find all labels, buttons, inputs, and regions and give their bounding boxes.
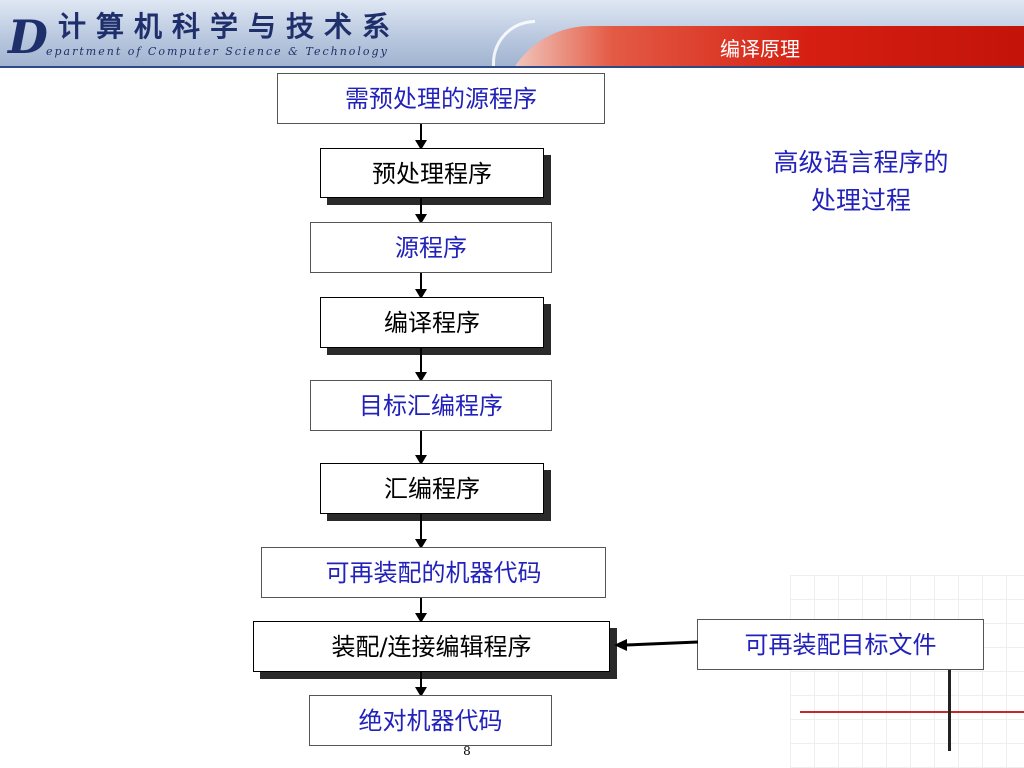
flow-arrow-2 [415, 198, 427, 224]
decorative-red-line [800, 711, 1024, 713]
side-note-line-2: 处理过程 [810, 186, 911, 215]
flow-node-assembler: 汇编程序 [320, 463, 544, 514]
decorative-grid [790, 575, 1024, 768]
flow-node-linker-loader: 装配/连接编辑程序 [253, 621, 610, 672]
flow-arrow-5 [415, 431, 427, 465]
flow-node-preprocessor: 预处理程序 [320, 148, 544, 198]
flow-arrow-side-input [614, 639, 699, 651]
flow-arrow-1 [415, 124, 427, 150]
logo-letter: D [8, 10, 48, 64]
flow-arrow-6 [415, 514, 427, 549]
side-note: 高级语言程序的 处理过程 [726, 144, 996, 220]
header-swoosh-edge [492, 20, 535, 68]
flow-node-relocatable-code: 可再装配的机器代码 [261, 547, 606, 598]
flow-node-target-assembly: 目标汇编程序 [310, 380, 552, 431]
logo-department-en: epartment of Computer Science & Technolo… [46, 45, 389, 58]
flow-node-absolute-code: 绝对机器代码 [309, 695, 552, 746]
flow-node-source: 源程序 [310, 222, 552, 273]
flow-arrow-8 [415, 672, 427, 697]
header-red-swoosh [500, 26, 1024, 68]
course-title: 编译原理 [720, 37, 800, 61]
flow-arrow-4 [415, 348, 427, 382]
side-note-line-1: 高级语言程序的 [773, 148, 949, 177]
flow-node-relocatable-object-files: 可再装配目标文件 [697, 619, 984, 670]
decorative-black-line [948, 665, 951, 751]
page-number: 8 [463, 744, 471, 758]
header-divider [0, 66, 1024, 68]
flow-arrow-3 [415, 273, 427, 299]
flow-arrow-7 [415, 598, 427, 623]
header-banner: D 计算机科学与技术系 epartment of Computer Scienc… [0, 0, 1024, 68]
logo-department-cn: 计算机科学与技术系 [58, 10, 401, 43]
flow-node-compiler: 编译程序 [320, 297, 544, 348]
flow-node-preprocess-source: 需预处理的源程序 [277, 73, 605, 124]
